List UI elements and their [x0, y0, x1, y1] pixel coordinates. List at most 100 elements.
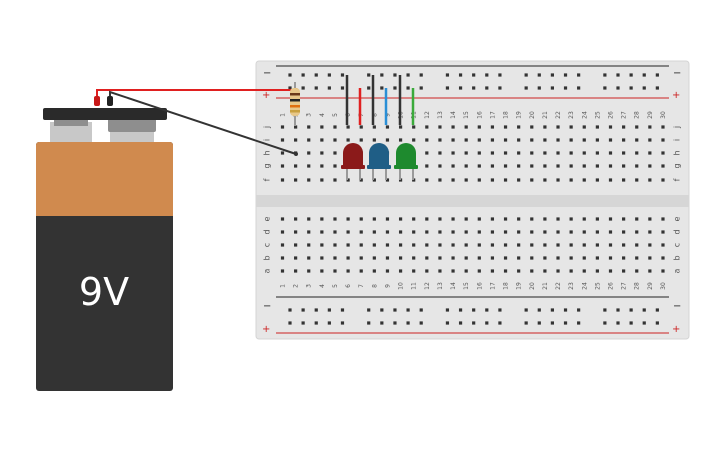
hole-c18[interactable]	[503, 243, 508, 247]
hole-i18[interactable]	[503, 138, 508, 142]
hole-g14[interactable]	[451, 164, 455, 168]
bottom-negative-rail-hole[interactable]	[524, 308, 528, 312]
hole-b17[interactable]	[490, 256, 495, 260]
bottom-positive-rail-hole[interactable]	[314, 321, 318, 325]
hole-e2[interactable]	[294, 217, 298, 221]
hole-a21[interactable]	[543, 269, 547, 273]
hole-f9[interactable]	[385, 178, 390, 182]
hole-j16[interactable]	[477, 125, 481, 129]
hole-a13[interactable]	[438, 269, 442, 273]
bottom-negative-rail-hole[interactable]	[367, 308, 371, 312]
hole-i16[interactable]	[477, 138, 481, 142]
hole-e22[interactable]	[556, 217, 560, 221]
hole-j4[interactable]	[320, 125, 324, 129]
hole-j19[interactable]	[517, 125, 521, 129]
bottom-positive-rail-hole[interactable]	[524, 321, 528, 325]
hole-e10[interactable]	[398, 217, 403, 221]
hole-d21[interactable]	[543, 230, 547, 234]
hole-d27[interactable]	[622, 230, 626, 234]
hole-f2[interactable]	[294, 178, 298, 182]
hole-i9[interactable]	[385, 138, 390, 142]
hole-e27[interactable]	[622, 217, 626, 221]
bottom-positive-rail-hole[interactable]	[642, 321, 646, 325]
hole-g15[interactable]	[464, 164, 468, 168]
hole-b15[interactable]	[464, 256, 468, 260]
hole-a12[interactable]	[425, 269, 429, 273]
hole-g27[interactable]	[622, 164, 626, 168]
hole-a28[interactable]	[635, 269, 639, 273]
hole-a8[interactable]	[372, 269, 376, 273]
hole-c11[interactable]	[412, 243, 416, 247]
hole-h3[interactable]	[307, 151, 311, 155]
top-negative-rail-hole[interactable]	[485, 73, 489, 77]
hole-d9[interactable]	[385, 230, 390, 234]
top-negative-rail-hole[interactable]	[419, 73, 423, 77]
hole-b11[interactable]	[412, 256, 416, 260]
bottom-positive-rail-hole[interactable]	[550, 321, 554, 325]
hole-j10[interactable]	[398, 125, 403, 129]
top-negative-rail-hole[interactable]	[288, 73, 292, 77]
hole-c29[interactable]	[648, 243, 652, 247]
hole-e14[interactable]	[451, 217, 455, 221]
top-negative-rail-hole[interactable]	[327, 73, 331, 77]
hole-c6[interactable]	[346, 243, 350, 247]
hole-d20[interactable]	[530, 230, 534, 234]
bottom-negative-rail-hole[interactable]	[301, 308, 305, 312]
hole-h5[interactable]	[333, 151, 337, 155]
hole-i28[interactable]	[635, 138, 639, 142]
hole-a10[interactable]	[398, 269, 403, 273]
hole-c21[interactable]	[543, 243, 547, 247]
hole-d25[interactable]	[595, 230, 599, 234]
hole-b20[interactable]	[530, 256, 534, 260]
hole-b12[interactable]	[425, 256, 429, 260]
bottom-positive-rail-hole[interactable]	[655, 321, 659, 325]
hole-i19[interactable]	[517, 138, 521, 142]
hole-f27[interactable]	[622, 178, 626, 182]
hole-i17[interactable]	[490, 138, 495, 142]
hole-d6[interactable]	[346, 230, 350, 234]
top-positive-rail-hole[interactable]	[577, 86, 581, 90]
top-positive-rail-hole[interactable]	[393, 86, 397, 90]
battery-snap-connector[interactable]	[43, 108, 167, 120]
bottom-positive-rail-hole[interactable]	[616, 321, 620, 325]
hole-e17[interactable]	[490, 217, 495, 221]
top-negative-rail-hole[interactable]	[550, 73, 554, 77]
hole-f7[interactable]	[359, 178, 363, 182]
hole-g25[interactable]	[595, 164, 599, 168]
bottom-negative-rail-hole[interactable]	[340, 308, 345, 312]
hole-j28[interactable]	[635, 125, 639, 129]
bottom-positive-rail-hole[interactable]	[380, 321, 384, 325]
hole-h13[interactable]	[438, 151, 442, 155]
hole-g22[interactable]	[556, 164, 560, 168]
top-positive-rail-hole[interactable]	[655, 86, 659, 90]
bottom-negative-rail-hole[interactable]	[550, 308, 554, 312]
hole-i6[interactable]	[346, 138, 350, 142]
hole-c7[interactable]	[359, 243, 363, 247]
hole-j5[interactable]	[333, 125, 337, 129]
top-positive-rail-hole[interactable]	[406, 86, 410, 90]
hole-d22[interactable]	[556, 230, 560, 234]
hole-f13[interactable]	[438, 178, 442, 182]
hole-j1[interactable]	[280, 125, 285, 129]
hole-b6[interactable]	[346, 256, 350, 260]
hole-e6[interactable]	[346, 217, 350, 221]
hole-c10[interactable]	[398, 243, 403, 247]
hole-i8[interactable]	[372, 138, 376, 142]
bottom-negative-rail-hole[interactable]	[616, 308, 620, 312]
hole-f18[interactable]	[503, 178, 508, 182]
hole-h27[interactable]	[622, 151, 626, 155]
hole-a16[interactable]	[477, 269, 481, 273]
hole-j3[interactable]	[307, 125, 311, 129]
bottom-positive-rail-hole[interactable]	[367, 321, 371, 325]
hole-e20[interactable]	[530, 217, 534, 221]
hole-a30[interactable]	[661, 269, 665, 273]
hole-c20[interactable]	[530, 243, 534, 247]
top-negative-rail-hole[interactable]	[563, 73, 568, 77]
hole-g20[interactable]	[530, 164, 534, 168]
bottom-positive-rail-hole[interactable]	[406, 321, 410, 325]
hole-c17[interactable]	[490, 243, 495, 247]
hole-c26[interactable]	[608, 243, 613, 247]
hole-g18[interactable]	[503, 164, 508, 168]
hole-i10[interactable]	[398, 138, 403, 142]
hole-b28[interactable]	[635, 256, 639, 260]
